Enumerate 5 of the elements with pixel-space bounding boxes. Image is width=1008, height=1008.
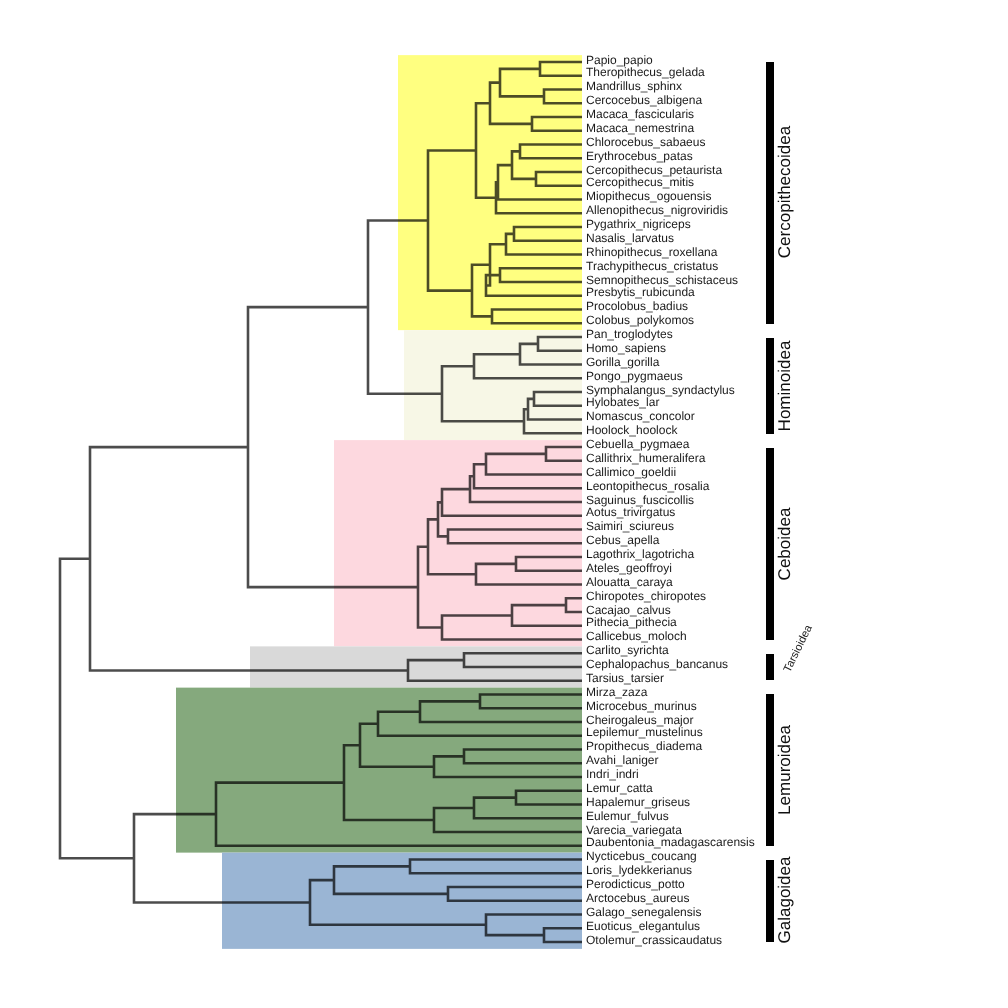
clade-name: Lemuroidea [776, 725, 794, 815]
clade-name: Galagoidea [776, 857, 794, 945]
clade-name: Ceboidea [776, 506, 794, 580]
clade-name: Cercopithecoidea [776, 126, 794, 259]
clade-name: Hominoidea [776, 339, 794, 431]
